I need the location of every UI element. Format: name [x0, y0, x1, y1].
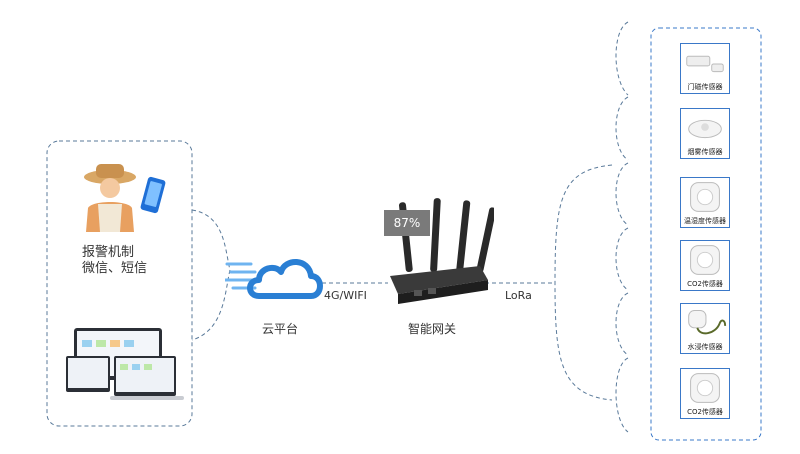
temp-humidity-sensor-icon: [690, 182, 720, 212]
sensor-label: 水浸传感器: [687, 343, 723, 351]
sensor-card-co2-a: CO2传感器: [680, 240, 730, 291]
alarm-panel-border: [46, 140, 193, 427]
co2-sensor-icon: [690, 373, 720, 403]
sensor-arc-6: [615, 357, 629, 433]
co2-sensor-icon: [690, 245, 720, 275]
sensor-label: CO2传感器: [687, 280, 723, 288]
door-sensor-icon: [686, 55, 724, 73]
sensor-label: CO2传感器: [687, 408, 723, 416]
sensor-arc-3: [615, 162, 629, 226]
sensor-card-door: 门磁传感器: [680, 43, 730, 94]
sensor-arc-5: [615, 292, 629, 356]
signal-badge: 87%: [384, 210, 430, 236]
gateway-router-icon: [390, 198, 494, 304]
gateway-label: 智能网关: [408, 322, 457, 336]
sensor-card-temp: 温湿度传感器: [680, 177, 730, 228]
sensor-label: 温湿度传感器: [684, 217, 726, 225]
sensor-card-smoke: 烟雾传感器: [680, 108, 730, 159]
sensor-label: 门磁传感器: [687, 83, 723, 91]
alarm-title: 报警机制: [82, 245, 135, 260]
right-brace-main: [554, 164, 613, 401]
cloud-icon: [225, 259, 323, 299]
sensor-arc-4: [615, 227, 629, 291]
lora-link-label: LoRa: [505, 289, 532, 302]
sensor-label: 烟雾传感器: [687, 148, 723, 156]
cloud-label: 云平台: [262, 322, 299, 336]
water-leak-sensor-icon: [688, 310, 727, 335]
sensor-card-co2-b: CO2传感器: [680, 368, 730, 419]
smoke-sensor-icon: [688, 119, 722, 139]
wifi-link-label: 4G/WIFI: [324, 289, 367, 302]
left-brace: [191, 209, 231, 341]
sensor-card-water: 水浸传感器: [680, 303, 730, 354]
farmer-icon: [84, 164, 166, 232]
sensor-arc-1: [615, 21, 629, 96]
sensor-arc-2: [615, 96, 629, 161]
dashboard-devices-icon: [66, 328, 184, 400]
alarm-methods: 微信、短信: [82, 261, 148, 276]
sensor-panel-border: [650, 27, 762, 441]
